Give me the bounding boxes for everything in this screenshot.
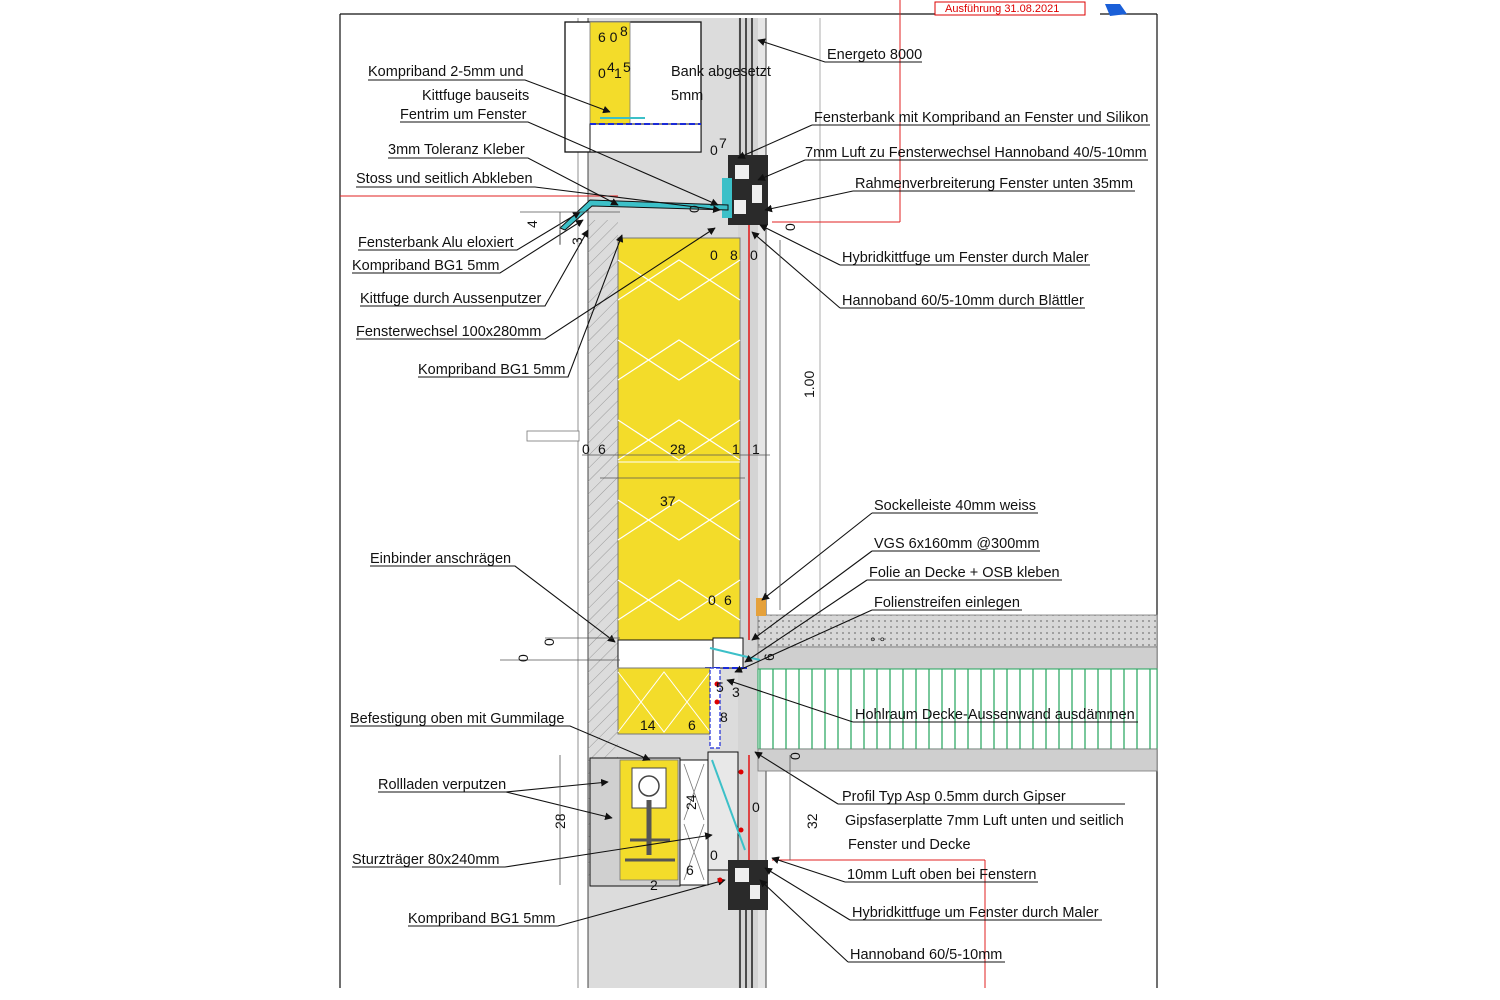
revision-stamp: Ausführung 31.08.2021 (934, 1, 1127, 16)
upper-bank-element (564, 21, 702, 153)
dim-1-5-b: 1 (732, 441, 740, 457)
dim-3: 3 (569, 237, 585, 245)
label-fensterwechsel: Fensterwechsel 100x280mm (356, 324, 541, 340)
skirting-board (756, 598, 766, 616)
dim-6-0: 6 0 (598, 29, 618, 45)
dim-0-5-b: 0 (708, 592, 716, 608)
dim-5-3: 5 (716, 679, 724, 695)
label-sturztraeger: Sturzträger 80x240mm (352, 852, 499, 868)
dim-0-4-c: 0 (752, 799, 760, 815)
label-kompriband-bg1-a: Kompriband BG1 5mm (352, 258, 499, 274)
dim-1-5: 1 (614, 65, 622, 81)
dim-0-7-c: 0 (582, 441, 590, 457)
small-detail-left (526, 430, 580, 442)
dim-0-7-b: 0 (710, 247, 718, 263)
dim-6-b: 6 (724, 592, 732, 608)
dim-0-4-b: 0 (782, 223, 798, 231)
label-kompriband-bg1-b: Kompriband BG1 5mm (418, 362, 565, 378)
label-fensterbank-alu: Fensterbank Alu eloxiert (358, 235, 514, 251)
label-kompriband-bg1-c: Kompriband BG1 5mm (408, 911, 555, 927)
leader-lines (350, 38, 1150, 963)
label-gipsfaser-2: Fenster und Decke (848, 837, 971, 853)
window-glazing-top (739, 18, 753, 155)
label-folienstreifen: Folienstreifen einlegen (874, 595, 1020, 611)
window-frame-top (722, 155, 768, 225)
dim-24: 24 (683, 794, 699, 810)
dim-2: 2 (650, 877, 658, 893)
dim-32: 32 (804, 813, 820, 829)
dim-14: 14 (640, 717, 656, 733)
label-folie-decke: Folie an Decke + OSB kleben (869, 565, 1060, 581)
dim-8-b: 8 (730, 247, 738, 263)
label-stoss: Stoss und seitlich Abkleben (356, 171, 533, 187)
label-rahmenverbreiterung: Rahmenverbreiterung Fenster unten 35mm (855, 176, 1133, 192)
label-kittfuge-bauseits: Kittfuge bauseits (422, 88, 529, 104)
label-fentrim: Fentrim um Fenster (400, 107, 527, 123)
label-kompriband-2-5: Kompriband 2-5mm und (368, 64, 524, 80)
logo-icon (1105, 4, 1127, 16)
dim-7-sup: 7 (719, 135, 727, 151)
dim-6: 6 (598, 441, 606, 457)
dim-0-5-d: 0 (710, 847, 718, 863)
label-vgs: VGS 6x160mm @300mm (874, 536, 1039, 552)
label-toleranz-kleber: 3mm Toleranz Kleber (388, 142, 525, 158)
label-kittfuge-aussenputzer: Kittfuge durch Aussenputzer (360, 291, 542, 307)
dim-8-c: 8 (720, 709, 728, 725)
dim-1-5-c: 1 (752, 441, 760, 457)
dimension-lines (500, 211, 791, 885)
dim-5-sup: 5 (623, 59, 631, 75)
dimension-texts: 6 0 8 0 4 1 5 0 7 4 3 0 0 8 0 0 1.00 0 6… (515, 23, 820, 893)
lintel (679, 751, 746, 886)
label-hannoband-b: Hannoband 60/5-10mm (850, 947, 1002, 963)
dim-1-00: 1.00 (801, 371, 817, 398)
dim-6-e: 6 (686, 862, 694, 878)
label-sockelleiste: Sockelleiste 40mm weiss (874, 498, 1036, 514)
dim-0-1: 0 (750, 247, 758, 263)
dim-0-7-d: 0 (787, 752, 803, 760)
dim-0-4: 0 (598, 65, 606, 81)
label-bank-abgesetzt-2: 5mm (671, 88, 703, 104)
label-profil-asp: Profil Typ Asp 0.5mm durch Gipser (842, 789, 1066, 805)
label-befestigung: Befestigung oben mit Gummilage (350, 711, 564, 727)
dim-37: 37 (660, 493, 676, 509)
dim-28: 28 (670, 441, 686, 457)
main-insulation (617, 237, 741, 641)
dim-0-5: 0 (686, 205, 702, 213)
label-luft-fensterwechsel: 7mm Luft zu Fensterwechsel Hannoband 40/… (805, 145, 1147, 161)
dim-28-b: 28 (552, 813, 568, 829)
window-change-beam (617, 637, 761, 669)
roller-blind-box (589, 757, 681, 887)
label-energeto: Energeto 8000 (827, 47, 922, 63)
floor-slab: ° ° (757, 614, 1158, 772)
label-gipsfaser-1: Gipsfaserplatte 7mm Luft unten und seitl… (845, 813, 1124, 829)
label-hybridkittfuge-a: Hybridkittfuge um Fenster durch Maler (842, 250, 1089, 266)
dim-0-1-b: 0 (515, 654, 531, 662)
dim-8-sup: 8 (620, 23, 628, 39)
lower-insulation (617, 667, 721, 749)
label-rollladen: Rollladen verputzen (378, 777, 506, 793)
label-einbinder: Einbinder anschrägen (370, 551, 511, 567)
dim-6-d: 6 (688, 717, 696, 733)
dim-3-b: 3 (732, 684, 740, 700)
reference-lines (340, 0, 986, 988)
label-fensterbank-kompriband: Fensterbank mit Kompriband an Fenster un… (814, 110, 1148, 126)
stamp-text: Ausführung 31.08.2021 (945, 3, 1059, 15)
label-hybridkittfuge-b: Hybridkittfuge um Fenster durch Maler (852, 905, 1099, 921)
dim-6-c: 6 (761, 653, 777, 661)
dim-4: 4 (524, 220, 540, 228)
annotation-labels: Kompriband 2-5mm und Kittfuge bauseits F… (350, 47, 1148, 963)
window-frame-bottom (728, 860, 768, 988)
marker-dots (714, 681, 744, 883)
dim-0-7-top: 0 (710, 142, 718, 158)
label-bank-abgesetzt-1: Bank abgesetzt (671, 64, 771, 80)
label-hannoband-blaettler: Hannoband 60/5-10mm durch Blättler (842, 293, 1084, 309)
dim-4-sup: 4 (607, 59, 615, 75)
svg-text:° °: ° ° (870, 634, 885, 650)
label-luft-oben: 10mm Luft oben bei Fenstern (847, 867, 1036, 883)
label-hohlraum: Hohlraum Decke-Aussenwand ausdämmen (855, 707, 1135, 723)
dim-0-5-c: 0 (541, 638, 557, 646)
